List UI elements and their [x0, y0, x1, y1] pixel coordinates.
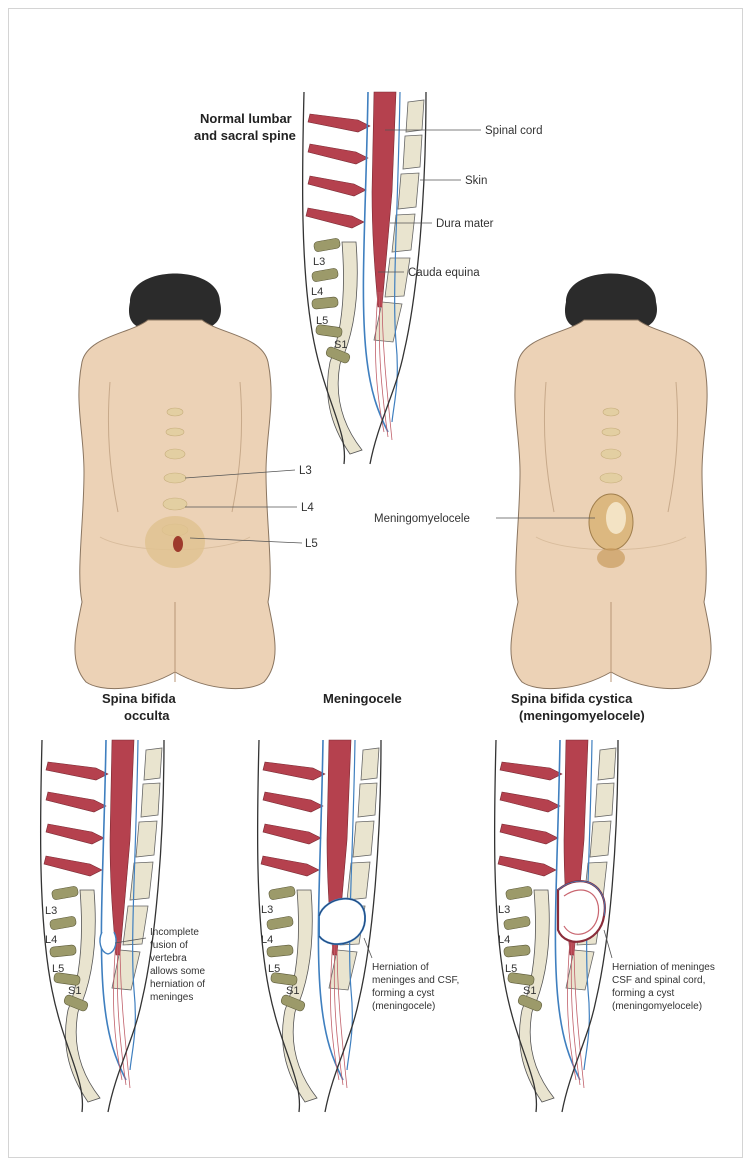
occulta-spine-diagram	[41, 740, 164, 1112]
back-label-l3: L3	[299, 465, 312, 477]
normal-vertebra-s1: S1	[334, 339, 347, 351]
back-label-meningomyelocele: Meningomyelocele	[374, 513, 470, 525]
meningocele-caption-line: Herniation of	[372, 962, 429, 973]
meningocele-title: Meningocele	[323, 691, 402, 706]
occulta-caption-line: vertebra	[150, 953, 187, 964]
occulta-title-line1: Spina bifida	[102, 691, 176, 706]
cystica-caption-line: forming a cyst	[612, 988, 674, 999]
occulta-caption: Incomplete fusion of vertebra allows som…	[150, 927, 205, 1003]
cystica-vertebra-l4: L4	[498, 934, 510, 946]
label-skin: Skin	[465, 175, 487, 187]
back-label-l5: L5	[305, 538, 318, 550]
meningocele-spine-diagram	[258, 740, 381, 1112]
occulta-title-line2: occulta	[124, 708, 170, 723]
occulta-caption-line: meninges	[150, 992, 193, 1003]
cystica-caption-line: (meningomyelocele)	[612, 1001, 702, 1012]
cystica-caption-line: CSF and spinal cord,	[612, 975, 705, 986]
occulta-vertebra-l3: L3	[45, 905, 57, 917]
normal-vertebra-l3: L3	[313, 256, 325, 268]
label-spinal-cord: Spinal cord	[485, 125, 543, 137]
meningocele-vertebra-l3: L3	[261, 904, 273, 916]
cystica-caption: Herniation of meninges CSF and spinal co…	[612, 962, 715, 1012]
meningocele-caption-line: meninges and CSF,	[372, 975, 459, 986]
occulta-vertebra-s1: S1	[68, 985, 81, 997]
cystica-title-line1: Spina bifida cystica	[511, 691, 633, 706]
meningocele-caption-line: (meningocele)	[372, 1001, 435, 1012]
back-figure-meningomyelocele	[511, 274, 711, 689]
meningocele-vertebra-s1: S1	[286, 985, 299, 997]
label-dura-mater: Dura mater	[436, 218, 494, 230]
label-cauda-equina: Cauda equina	[408, 267, 480, 279]
occulta-vertebra-l5: L5	[52, 963, 64, 975]
occulta-caption-line: fusion of	[150, 940, 188, 951]
meningocele-vertebra-l5: L5	[268, 963, 280, 975]
meningocele-caption-line: forming a cyst	[372, 988, 434, 999]
normal-vertebra-l4: L4	[311, 286, 323, 298]
meningocele-vertebra-l4: L4	[261, 934, 273, 946]
cystica-title-line2: (meningomyelocele)	[519, 708, 645, 723]
cystica-vertebra-s1: S1	[523, 985, 536, 997]
occulta-caption-line: herniation of	[150, 979, 205, 990]
meningocele-caption: Herniation of meninges and CSF, forming …	[372, 962, 459, 1012]
occulta-caption-line: allows some	[150, 966, 205, 977]
cystica-spine-diagram	[495, 740, 618, 1112]
back-figure-occulta	[75, 274, 275, 689]
occulta-vertebra-l4: L4	[45, 934, 57, 946]
occulta-caption-line: Incomplete	[150, 927, 199, 938]
back-label-l4: L4	[301, 502, 314, 514]
cystica-vertebra-l5: L5	[505, 963, 517, 975]
normal-spine-title-line1: Normal lumbar	[200, 111, 292, 126]
normal-vertebra-l5: L5	[316, 315, 328, 327]
cystica-vertebra-l3: L3	[498, 904, 510, 916]
cystica-caption-line: Herniation of meninges	[612, 962, 715, 973]
normal-spine-title-line2: and sacral spine	[194, 128, 296, 143]
